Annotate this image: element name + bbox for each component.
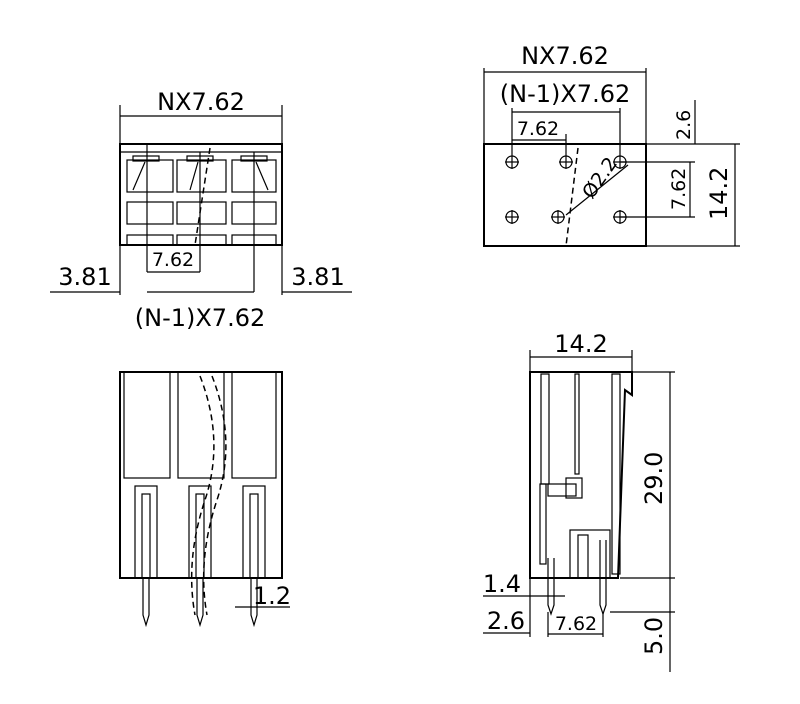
top-depth-label: 14.2 — [705, 167, 733, 220]
pin-width-label: 1.2 — [253, 582, 291, 610]
hole-diameter-label: Ø2.2 — [578, 153, 622, 203]
top-width-label: NX7.62 — [521, 42, 609, 70]
front-span-label: (N-1)X7.62 — [135, 304, 266, 332]
front-view: NX7.62 3.81 3.81 7.62 (N-1)X7.62 — [50, 88, 352, 332]
side-pitch-label: 7.62 — [555, 613, 597, 635]
top-span-label: (N-1)X7.62 — [500, 80, 631, 108]
front-width-label: NX7.62 — [157, 88, 245, 116]
left-margin-label: 3.81 — [58, 263, 111, 291]
top-offset-label: 2.6 — [673, 110, 695, 140]
side-depth-label: 14.2 — [554, 330, 607, 358]
top-pitch-label: 7.62 — [517, 118, 559, 140]
height-label: 29.0 — [640, 452, 668, 505]
pin-length-label: 5.0 — [640, 617, 668, 655]
row-pitch-label: 7.62 — [668, 168, 690, 210]
pin-thickness-label: 1.4 — [483, 570, 521, 598]
pin-offset-label: 2.6 — [487, 607, 525, 635]
right-margin-label: 3.81 — [291, 263, 344, 291]
front-pitch-label: 7.62 — [152, 249, 194, 271]
top-view: NX7.62 (N-1)X7.62 7.62 Ø2.2 2.6 7.62 14.… — [483, 42, 740, 247]
side-view: 14.2 29.0 5.0 1.4 2.6 7.62 — [483, 330, 675, 672]
bottom-view: 1.2 — [119, 371, 291, 628]
